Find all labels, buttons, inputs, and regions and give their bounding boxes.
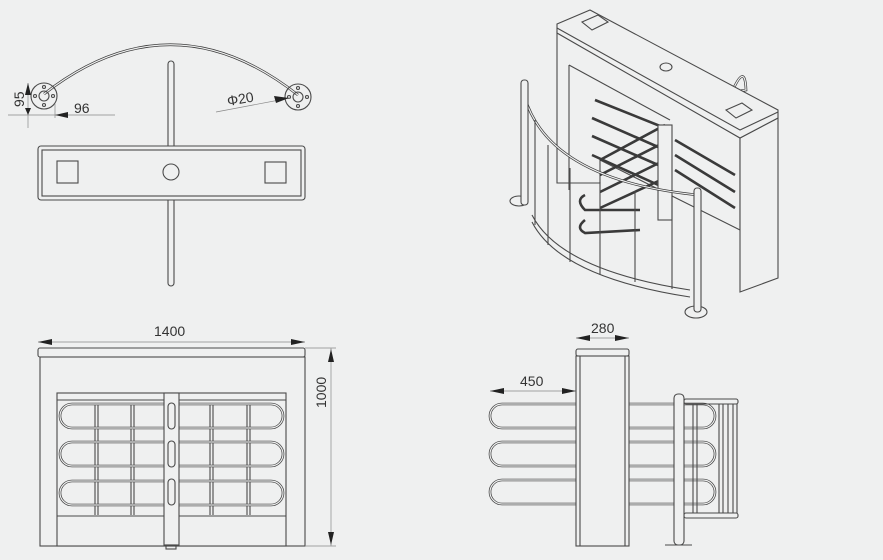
dim-1400: 1400 xyxy=(154,323,185,339)
cabinet-top xyxy=(556,9,779,139)
side-arm-loops xyxy=(488,402,717,506)
front-bars xyxy=(94,405,251,515)
dim-1000: 1000 xyxy=(313,377,329,408)
cabinet-end-panel xyxy=(739,117,779,293)
side-view: 280 450 xyxy=(488,320,739,547)
rotor-arms xyxy=(578,98,736,235)
right-post xyxy=(693,187,702,313)
curved-gate xyxy=(509,79,708,319)
top-view: 95 96 Φ20 xyxy=(8,43,312,287)
side-cabinet-lid xyxy=(575,348,630,357)
side-post xyxy=(673,393,685,546)
card-reader-square-right xyxy=(264,161,287,184)
cabinet-top-outer xyxy=(37,145,306,201)
dim-450: 450 xyxy=(520,373,544,389)
isometric-view xyxy=(509,9,779,319)
dim-96: 96 xyxy=(74,100,90,116)
right-flange xyxy=(284,83,312,111)
top-square-1 xyxy=(580,14,610,31)
rotor-post xyxy=(163,392,180,546)
top-square-2 xyxy=(724,102,754,119)
dim-diameter-20: Φ20 xyxy=(226,89,255,109)
cabinet-lid xyxy=(37,347,306,358)
indicator-circle xyxy=(162,163,180,181)
card-reader-square-left xyxy=(56,160,79,184)
left-post xyxy=(520,79,529,206)
dim-280: 280 xyxy=(591,320,615,336)
left-flange xyxy=(30,82,58,110)
front-view: 1400 1000 xyxy=(37,323,336,550)
front-arm-loops xyxy=(58,402,285,507)
side-gate-frame xyxy=(683,398,739,519)
dim-95: 95 xyxy=(11,91,27,107)
side-cabinet-body xyxy=(575,355,630,547)
